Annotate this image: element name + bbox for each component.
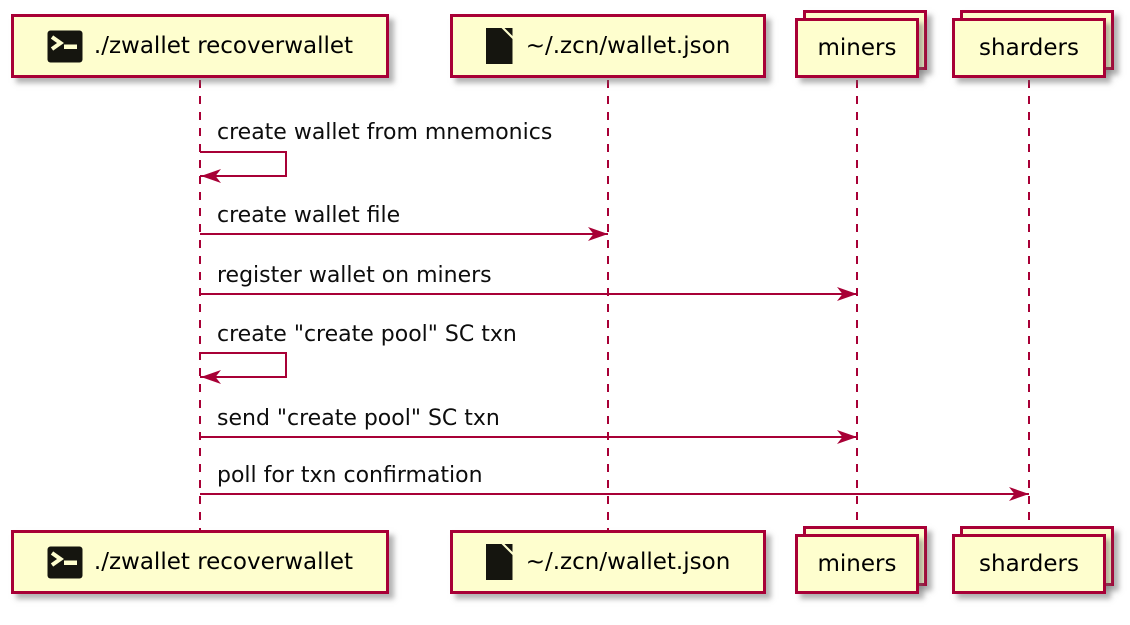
participant-label: ./zwallet recoverwallet (93, 33, 354, 59)
participant-zwallet-bottom: ./zwallet recoverwallet (11, 530, 389, 594)
arrowhead-left-icon (201, 370, 221, 384)
participant-label: sharders (979, 551, 1079, 577)
message-3-line (200, 293, 857, 295)
participant-label: miners (817, 551, 897, 577)
lifeline-zwallet (199, 80, 201, 530)
lifeline-walletjson (607, 80, 609, 530)
participant-label: ./zwallet recoverwallet (93, 549, 354, 575)
message-6-line (200, 493, 1029, 495)
participant-miners-bottom: miners (795, 534, 919, 594)
participant-label: sharders (979, 35, 1079, 61)
message-5-label: send "create pool" SC txn (217, 406, 500, 431)
terminal-icon (47, 546, 83, 579)
message-3-label: register wallet on miners (217, 263, 492, 288)
message-2-label: create wallet file (217, 203, 401, 228)
participant-sharders-bottom: sharders (952, 534, 1106, 594)
arrowhead-right-icon (837, 287, 857, 301)
participant-walletjson-top: ~/.zcn/wallet.json (450, 14, 766, 78)
participant-label: ~/.zcn/wallet.json (525, 549, 731, 575)
arrowhead-right-icon (588, 227, 608, 241)
message-5-line (200, 436, 857, 438)
message-2-line (200, 233, 608, 235)
arrowhead-right-icon (837, 430, 857, 444)
message-4-self-arrow (200, 352, 287, 378)
participant-label: ~/.zcn/wallet.json (525, 33, 731, 59)
participant-miners-top: miners (795, 18, 919, 78)
participant-label: miners (817, 35, 897, 61)
participant-zwallet-top: ./zwallet recoverwallet (11, 14, 389, 78)
participant-sharders-top: sharders (952, 18, 1106, 78)
terminal-icon (47, 30, 83, 63)
message-6-label: poll for txn confirmation (217, 463, 483, 488)
message-1-label: create wallet from mnemonics (217, 120, 553, 145)
arrowhead-right-icon (1009, 487, 1029, 501)
message-1-self-arrow (200, 151, 287, 177)
lifeline-miners (856, 80, 858, 530)
file-icon (485, 28, 515, 64)
participant-walletjson-bottom: ~/.zcn/wallet.json (450, 530, 766, 594)
file-icon (485, 544, 515, 580)
lifeline-sharders (1028, 80, 1030, 530)
message-4-label: create "create pool" SC txn (217, 322, 517, 347)
arrowhead-left-icon (201, 169, 221, 183)
